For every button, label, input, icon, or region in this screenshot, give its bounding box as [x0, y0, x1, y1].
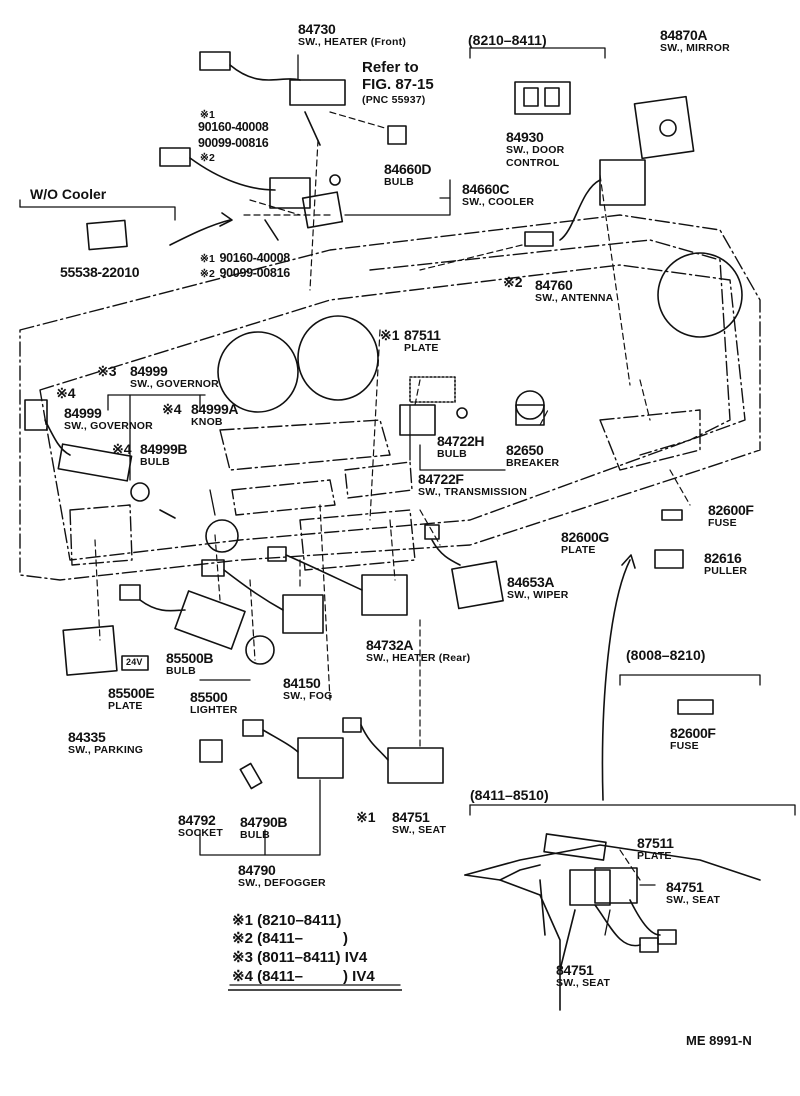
legend-row: ※1 (8210–8411) — [232, 912, 342, 929]
dashboard-outline — [19, 214, 761, 581]
gauge-cluster — [217, 252, 743, 413]
fuse-82600F — [661, 509, 683, 521]
document-code: ME 8991-N — [686, 1033, 752, 1048]
plate-marking: 24V — [126, 657, 143, 667]
seat-switches-console — [543, 833, 677, 953]
wiper-switch — [424, 524, 504, 610]
heater-front-switch — [199, 51, 407, 145]
note-mark: ※2 — [503, 274, 523, 290]
bracket-lines — [19, 47, 796, 986]
screw-label: 90099-00816 — [198, 136, 269, 150]
cooler-switch — [159, 111, 344, 241]
note-mark: ※4 — [56, 385, 76, 401]
range-header-8008-8210: (8008–8210) — [626, 647, 706, 663]
door-control-switch — [514, 81, 571, 115]
part-label: 55538-22010 — [60, 264, 140, 280]
mirror-switch — [633, 95, 695, 160]
screw-label: ※2 90099-00816 — [200, 266, 290, 280]
fog-switch — [201, 559, 324, 634]
breaker — [515, 390, 545, 426]
defogger-switch — [199, 719, 344, 790]
legend-row: ※3 (8011–8411) IV4 — [232, 949, 368, 966]
transmission-switch — [399, 376, 468, 436]
governor-switch — [24, 399, 176, 519]
wo-cooler-plate — [86, 219, 128, 251]
note-mark: ※1 — [380, 327, 400, 343]
wo-cooler-header: W/O Cooler — [30, 186, 107, 202]
leader-lines — [94, 111, 691, 881]
screw-label: ※1 — [200, 109, 216, 121]
note-mark: ※4 — [162, 401, 182, 417]
lighter — [119, 519, 275, 665]
glass-fuse — [677, 699, 714, 715]
note-mark: ※3 — [97, 363, 117, 379]
seat-switch-upper — [342, 717, 444, 784]
heater-rear-switch — [267, 546, 408, 616]
range-header-8210-8411: (8210–8411) — [468, 32, 547, 48]
arrows — [169, 212, 636, 801]
part-label: CONTROL — [506, 157, 560, 169]
antenna-switch — [524, 159, 646, 247]
screw-label: ※1 90160-40008 — [200, 251, 290, 265]
fuse-puller — [654, 549, 684, 569]
note-mark: ※4 — [112, 441, 132, 457]
range-header-8411-8510: (8411–8510) — [470, 787, 549, 803]
screw-label: ※2 — [200, 152, 216, 164]
center-console — [464, 844, 761, 1011]
screw-label: 90160-40008 — [198, 120, 269, 134]
refer-to-label: Refer to — [362, 59, 419, 76]
legend-row: ※2 (8411–) — [232, 930, 348, 947]
refer-fig-label: FIG. 87-15 — [362, 76, 434, 93]
refer-pnc-label: (PNC 55937) — [362, 94, 426, 106]
parking-switch — [62, 625, 149, 676]
legend-row: ※4 (8411–) IV4 — [232, 968, 375, 985]
note-mark: ※1 — [356, 809, 376, 825]
